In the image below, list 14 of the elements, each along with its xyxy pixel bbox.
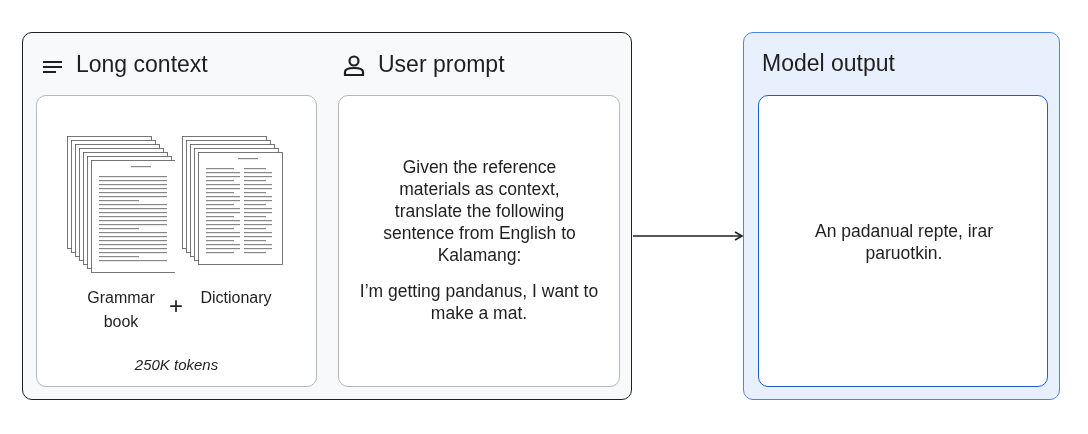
body-text: An padanual repte, irar paruotkin. bbox=[813, 220, 994, 264]
document-caption: Grammar book bbox=[86, 288, 156, 332]
document-caption: Dictionary bbox=[199, 288, 273, 308]
output-panel bbox=[743, 32, 1060, 400]
panel-heading: Model output bbox=[762, 50, 895, 77]
panel-heading: User prompt bbox=[378, 51, 505, 78]
output-card bbox=[758, 95, 1048, 387]
arrow bbox=[632, 231, 743, 241]
token-count: 250K tokens bbox=[133, 355, 220, 375]
plus-sign: + bbox=[169, 292, 183, 320]
body-text: Given the reference materials as context, translate the following sentence from English to Kalamang: bbox=[382, 156, 577, 266]
context-frame bbox=[22, 32, 632, 400]
panel-heading: Long context bbox=[76, 51, 208, 78]
body-text: I’m getting pandanus, I want to make a mat. bbox=[358, 280, 600, 324]
